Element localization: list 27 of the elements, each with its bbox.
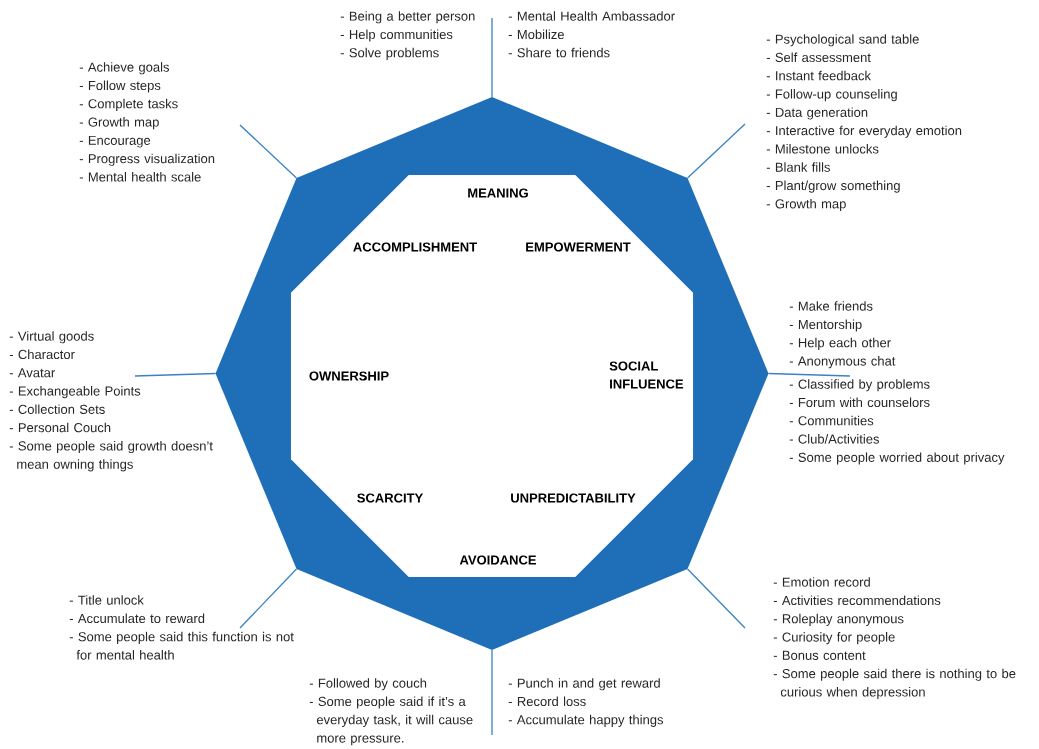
bullet-list: - Followed by couch - Some people said if it’s a everyday task, it will cause more pressure.: [309, 678, 473, 746]
bullet-list: - Make friends - Mentorship - Help each other - Anonymous chat: [789, 301, 896, 369]
drive-label: ACCOMPLISHMENT: [353, 242, 477, 252]
bullet-list: - Achieve goals - Follow steps - Complete tasks - Growth map - Encourage - Progress visualization - Mental health scale: [79, 62, 215, 182]
spoke-line: [686, 123, 746, 179]
bullet-list: - Classified by problems - Forum with counselors - Communities - Club/Activities - Some people worried about privacy: [789, 379, 1005, 465]
drive-label: SOCIAL INFLUENCE: [609, 361, 684, 389]
spoke-line: [239, 124, 298, 179]
drive-label: AVOIDANCE: [459, 555, 536, 565]
spoke-line: [134, 372, 217, 377]
spoke-line: [686, 568, 746, 629]
drive-label: OWNERSHIP: [309, 371, 389, 381]
spoke-line: [491, 17, 493, 98]
spoke-line: [767, 372, 851, 377]
bullet-list: - Emotion record - Activities recommendations - Roleplay anonymous - Curiosity for people - Bonus content - Some people said there is nothing to be curious when depression: [773, 577, 1016, 700]
spoke-line: [491, 649, 493, 736]
drive-label: EMPOWERMENT: [526, 242, 631, 252]
bullet-list: - Punch in and get reward - Record loss - Accumulate happy things: [508, 678, 664, 727]
spoke-line: [239, 568, 298, 629]
bullet-list: - Title unlock - Accumulate to reward - Some people said this function is not for mental health: [69, 595, 294, 660]
drive-label: UNPREDICTABILITY: [511, 493, 636, 503]
bullet-list: - Mental Health Ambassador - Mobilize - Share to friends: [508, 11, 675, 58]
bullet-list: - Being a better person - Help communities - Solve problems: [340, 11, 475, 60]
bullet-list: - Virtual goods - Charactor - Avatar - Exchangeable Points - Collection Sets - Personal Couch - Some people said growth doesn’t mean owning things: [9, 331, 213, 472]
bullet-list: - Psychological sand table - Self assessment - Instant feedback - Follow-up counseling - Data generation - Interactive for everyday emotion - Milestone unlocks - Blank fills - Plant/grow something - Growth map: [766, 34, 962, 211]
drive-label: MEANING: [468, 188, 528, 198]
drive-label: SCARCITY: [357, 493, 423, 503]
